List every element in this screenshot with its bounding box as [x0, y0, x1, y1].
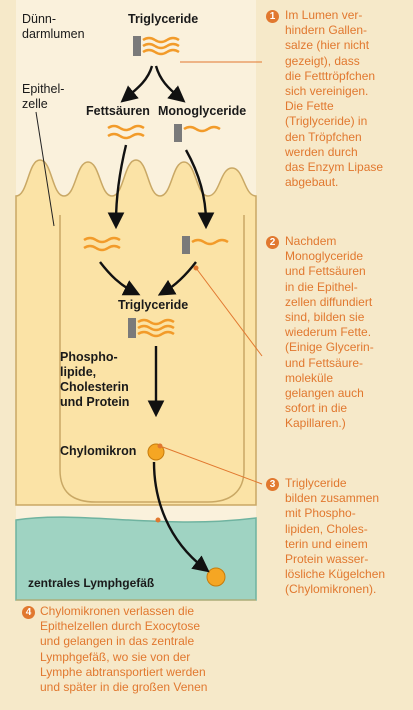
fatty-acids-in-cell: [83, 236, 121, 252]
step-4-badge: 4: [22, 606, 35, 619]
monoglyceride-in-cell: [182, 236, 229, 254]
label-epithel-cell: Epithel- zelle: [22, 82, 65, 111]
label-monoglycerides: Monoglyceride: [158, 104, 247, 118]
label-lymph-vessel: zentrales Lymphgefäß: [28, 576, 155, 590]
step-3-note: Triglyceride bilden zusammen mit Phospho…: [285, 476, 386, 597]
note-leader-lines: [155, 61, 263, 523]
step-2-note: Nachdem Monoglyceride und Fettsäuren in …: [285, 234, 374, 431]
flow-arrows: [99, 65, 215, 573]
cell-label-pointer: [35, 111, 55, 227]
label-triglyceride-mid: Triglyceride: [118, 298, 189, 312]
step-1-note: Im Lumen ver- hindern Gallen- salze (hie…: [285, 8, 384, 190]
label-phospholipids: Phospho- lipide, Cholesterin und Protein: [60, 350, 130, 409]
monoglyceride-molecule: [174, 124, 221, 142]
label-triglyceride-top: Triglyceride: [128, 12, 199, 26]
label-chylomicron: Chylomikron: [60, 444, 137, 458]
step-1-badge: 1: [266, 10, 279, 23]
label-fatty-acids: Fettsäuren: [86, 104, 150, 118]
triglyceride-top-molecule: [133, 36, 180, 56]
step-2-badge: 2: [266, 236, 279, 249]
label-lumen: Dünn- darmlumen: [22, 12, 85, 41]
step-4-note: Chylomikronen verlassen die Epithelzelle…: [40, 604, 208, 695]
triglyceride-mid-molecule: [128, 318, 175, 338]
cell-boundary: [59, 215, 245, 503]
fatty-acids-molecule: [107, 124, 145, 140]
chylomicron-in-lymph: [206, 567, 226, 587]
lymph-vessel: [15, 516, 257, 601]
step-3-badge: 3: [266, 478, 279, 491]
